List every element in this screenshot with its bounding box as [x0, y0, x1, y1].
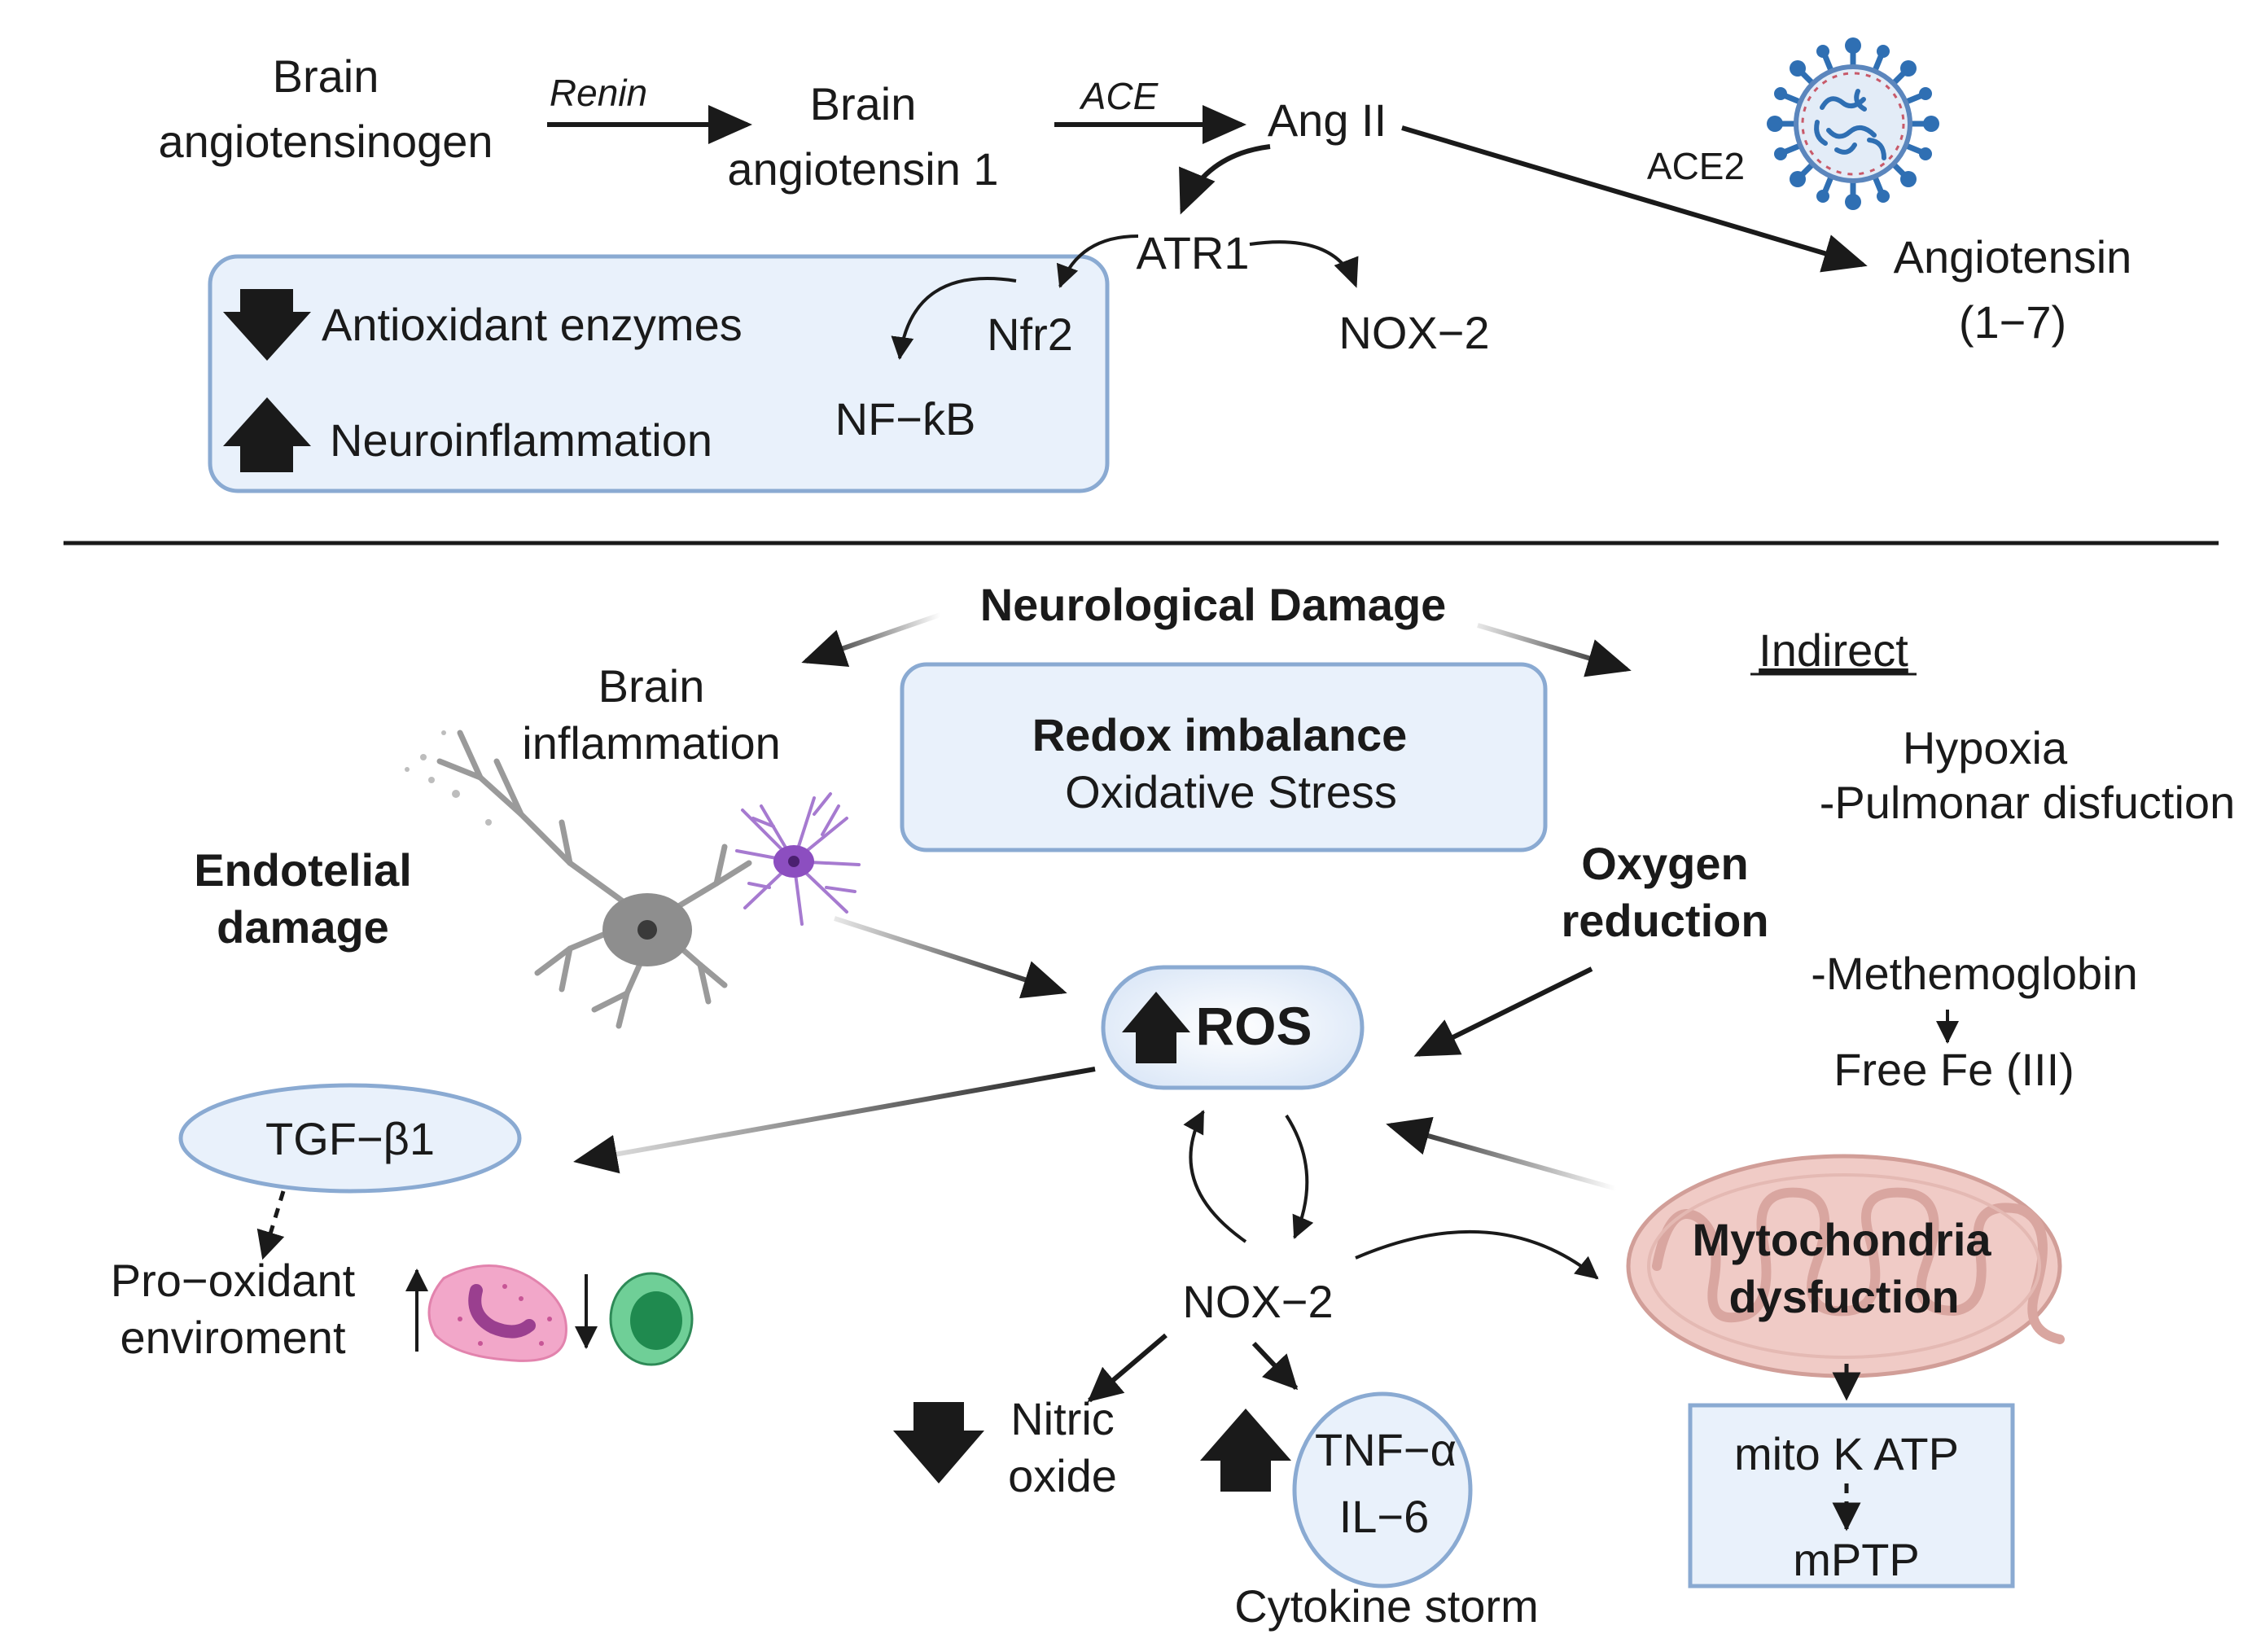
angiotensin1-label-1: Brain	[810, 78, 917, 129]
ace2-arrow	[1401, 125, 1868, 273]
tgf-node	[178, 1083, 522, 1194]
ace-label: ACE	[1079, 75, 1159, 117]
il6-label: IL−6	[1339, 1491, 1430, 1542]
mptp-label: mPTP	[1793, 1534, 1920, 1585]
prooxidant-label-2: enviroment	[120, 1312, 345, 1363]
redox-title: Redox imbalance	[1032, 709, 1408, 760]
oxygen-label-1: Oxygen	[1581, 838, 1748, 889]
pulmonar-label: -Pulmonar disfuction	[1820, 777, 2235, 828]
angiotensinogen-label-1: Brain	[273, 50, 379, 102]
redox-subtitle: Oxidative Stress	[1065, 766, 1397, 817]
neuron-icon	[405, 730, 752, 1029]
ros-to-tgf-arrow	[573, 1067, 1096, 1174]
oxygen-label-2: reduction	[1561, 895, 1768, 946]
mitokatp-box	[1688, 1403, 2015, 1588]
angiotensin1-label-2: angiotensin 1	[727, 143, 998, 195]
atr1-label: ATR1	[1137, 227, 1250, 278]
renin-label: Renin	[550, 72, 647, 114]
free-fe-label: Free Fe (III)	[1833, 1044, 2074, 1095]
cytokine-node	[1292, 1391, 1473, 1588]
ros-up-arrow-icon	[1122, 992, 1190, 1063]
endotelial-label-1: Endotelial	[194, 844, 412, 896]
nox2-top-label: NOX−2	[1338, 307, 1489, 358]
brain-inflammation-label-1: Brain	[598, 660, 705, 712]
prooxidant-label-1: Pro−oxidant	[111, 1255, 356, 1306]
mito-to-ros-arrow	[1386, 1116, 1617, 1191]
hypoxia-label: Hypoxia	[1903, 722, 2068, 773]
neuroinflammation-label: Neuroinflammation	[330, 414, 712, 466]
oxygen-to-ros-arrow	[1413, 966, 1593, 1057]
angiotensin17-label-1: Angiotensin	[1894, 231, 2132, 283]
methemoglobin-label: -Methemoglobin	[1811, 948, 2138, 999]
ang2-to-atr1-arrow	[1179, 144, 1271, 215]
tgf-label: TGF−β1	[265, 1113, 435, 1164]
nitric-down-arrow-icon	[893, 1402, 984, 1483]
title-left-arrow	[801, 612, 941, 668]
angiotensin17-label-2: (1−7)	[1959, 296, 2066, 348]
indirect-label: Indirect	[1759, 624, 1908, 676]
nox2-label: NOX−2	[1182, 1276, 1333, 1327]
ros-to-nox2-arrow	[1285, 1114, 1314, 1239]
effects-box	[208, 254, 1110, 493]
ros-label: ROS	[1195, 996, 1312, 1056]
antioxidant-label: Antioxidant enzymes	[322, 299, 743, 350]
nox2-to-nitric-arrow	[1087, 1333, 1168, 1403]
mitokatp-label: mito K ATP	[1734, 1428, 1959, 1479]
up-arrow-icon	[223, 397, 311, 472]
title-right-arrow	[1477, 623, 1632, 677]
cytokine-storm-label: Cytokine storm	[1234, 1580, 1538, 1632]
ang2-label: Ang II	[1268, 94, 1387, 146]
mito-label-1: Mytochondria	[1692, 1214, 1991, 1265]
brain-inflammation-label-2: inflammation	[522, 717, 780, 769]
ras-pathway: Brain angiotensinogen Renin Brain angiot…	[158, 37, 2132, 493]
nitric-label-1: Nitric	[1010, 1393, 1115, 1444]
neurological-damage: Neurological Damage Brain inflammation R…	[111, 579, 2235, 1632]
angiotensinogen-label-2: angiotensinogen	[158, 116, 493, 167]
down-arrow-icon	[223, 289, 311, 361]
nox2-to-mito-arrow	[1355, 1229, 1599, 1280]
virus-icon	[1767, 37, 1939, 210]
nox2-to-ros-arrow	[1183, 1110, 1247, 1243]
nox2-to-cytokine-arrow	[1251, 1341, 1299, 1391]
mito-label-2: dysfuction	[1728, 1271, 1959, 1322]
lymphocyte-icon	[609, 1272, 694, 1366]
atr1-to-nox2-arrow	[1249, 240, 1359, 288]
ace2-label: ACE2	[1647, 145, 1745, 187]
tnf-label: TNF−α	[1315, 1424, 1457, 1475]
redox-box	[900, 662, 1548, 852]
microglia-icon	[735, 792, 861, 926]
cytokine-up-arrow-icon	[1200, 1409, 1291, 1492]
neurological-damage-title: Neurological Damage	[980, 579, 1447, 630]
neutrophil-icon	[427, 1264, 567, 1362]
nitric-label-2: oxide	[1008, 1450, 1117, 1501]
neuron-to-ros-arrow	[834, 916, 1067, 999]
atr1-to-nfr2-arrow	[1056, 234, 1139, 288]
mitochondria-icon	[1626, 1154, 2065, 1378]
nfr2-to-nfkb-arrow	[891, 277, 1017, 360]
nfkb-label: NF−ƙB	[835, 393, 976, 445]
nfr2-label: Nfr2	[987, 309, 1073, 360]
endotelial-label-2: damage	[217, 901, 389, 953]
tgf-to-prooxidant-arrow	[256, 1190, 286, 1260]
